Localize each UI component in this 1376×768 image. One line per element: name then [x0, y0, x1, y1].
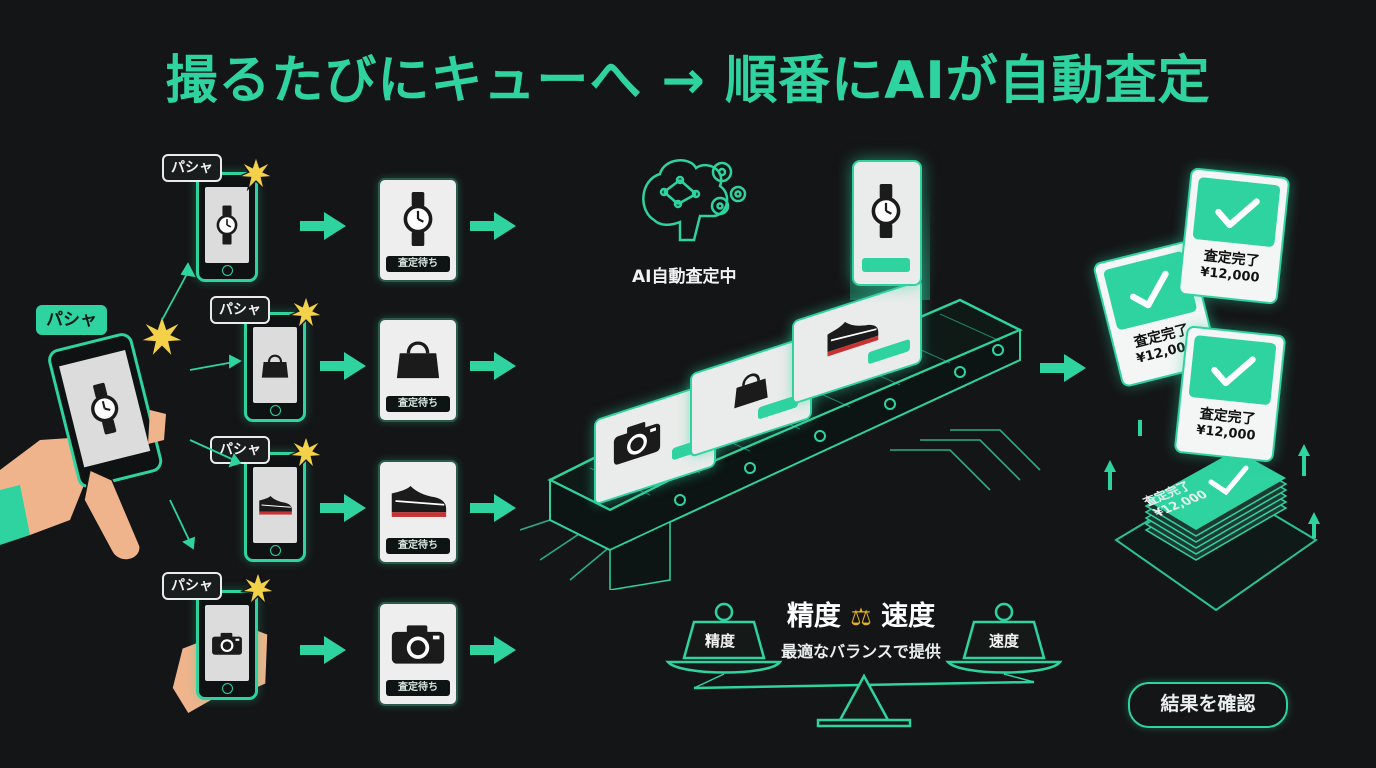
page-title: 撮るたびにキューへ → 順番にAIが自動査定: [165, 51, 1211, 111]
handbag-icon: [395, 341, 441, 380]
conveyor-item-watch-scanning: [852, 160, 922, 286]
flash-icon: [238, 156, 274, 190]
watch-icon: [403, 192, 433, 246]
sneaker-icon: [390, 485, 448, 518]
watch-icon: [216, 205, 238, 245]
balance-title: 精度 ⚖ 速度: [748, 594, 974, 633]
capture-sound-bubble: パシャ: [162, 154, 222, 182]
view-results-button[interactable]: 結果を確認: [1128, 682, 1288, 728]
flash-icon: [288, 295, 324, 329]
queue-card-watch[interactable]: 査定待ち: [378, 178, 458, 282]
capture-sound-bubble: パシャ: [210, 296, 270, 324]
arrow-right-icon: [320, 352, 366, 380]
camera-icon: [212, 632, 242, 655]
phone-capture-watch: [196, 172, 258, 282]
result-card[interactable]: 査定完了 ¥12,000: [1173, 325, 1287, 463]
results-stack-illustration: [1104, 420, 1320, 612]
arrow-right-icon: [1040, 354, 1086, 382]
phone-capture-handbag: [244, 312, 306, 422]
arrow-right-icon: [470, 352, 516, 380]
arrow-right-icon: [470, 494, 516, 522]
queue-status-label: 査定待ち: [386, 538, 450, 554]
arrow-right-icon: [300, 636, 346, 664]
capture-connector-arrows: [161, 262, 242, 550]
queue-status-label: 査定待ち: [386, 680, 450, 696]
watch-icon: [871, 184, 901, 238]
phone-capture-sneaker: [244, 452, 306, 562]
phone-capture-camera: [196, 590, 258, 700]
camera-icon: [613, 416, 661, 466]
checkmark-icon: [1208, 350, 1258, 391]
camera-icon: [391, 625, 445, 664]
arrow-right-icon: [300, 212, 346, 240]
flash-icon: [240, 571, 276, 605]
ai-status-label: AI自動査定中: [632, 267, 737, 287]
queue-status-label: 査定待ち: [386, 396, 450, 412]
capture-sound-bubble: パシャ: [36, 305, 107, 335]
flash-icon: [288, 435, 324, 469]
arrow-right-icon: [470, 212, 516, 240]
balance-title-right: 速度: [881, 601, 936, 632]
queue-card-handbag[interactable]: 査定待ち: [378, 318, 458, 422]
capture-sound-bubble: パシャ: [162, 572, 222, 600]
ai-brain-gears-icon: [642, 159, 747, 242]
queue-card-sneaker[interactable]: 査定待ち: [378, 460, 458, 564]
queue-status-label: 査定待ち: [386, 256, 450, 272]
scale-icon: ⚖: [850, 603, 872, 631]
checkmark-icon: [1212, 192, 1262, 233]
result-card[interactable]: 査定完了 ¥12,000: [1177, 167, 1291, 305]
checkmark-icon: [1124, 268, 1177, 314]
queue-card-camera[interactable]: 査定待ち: [378, 602, 458, 706]
arrow-right-icon: [470, 636, 516, 664]
hand-holding-phone-illustration: [0, 333, 166, 561]
balance-scale-illustration: [665, 602, 1063, 728]
arrow-right-icon: [320, 494, 366, 522]
weight-left-label: 精度: [704, 632, 735, 650]
balance-subtitle: 最適なバランスで提供: [781, 642, 941, 661]
weight-right-label: 速度: [988, 632, 1019, 650]
balance-title-left: 精度: [786, 601, 841, 632]
